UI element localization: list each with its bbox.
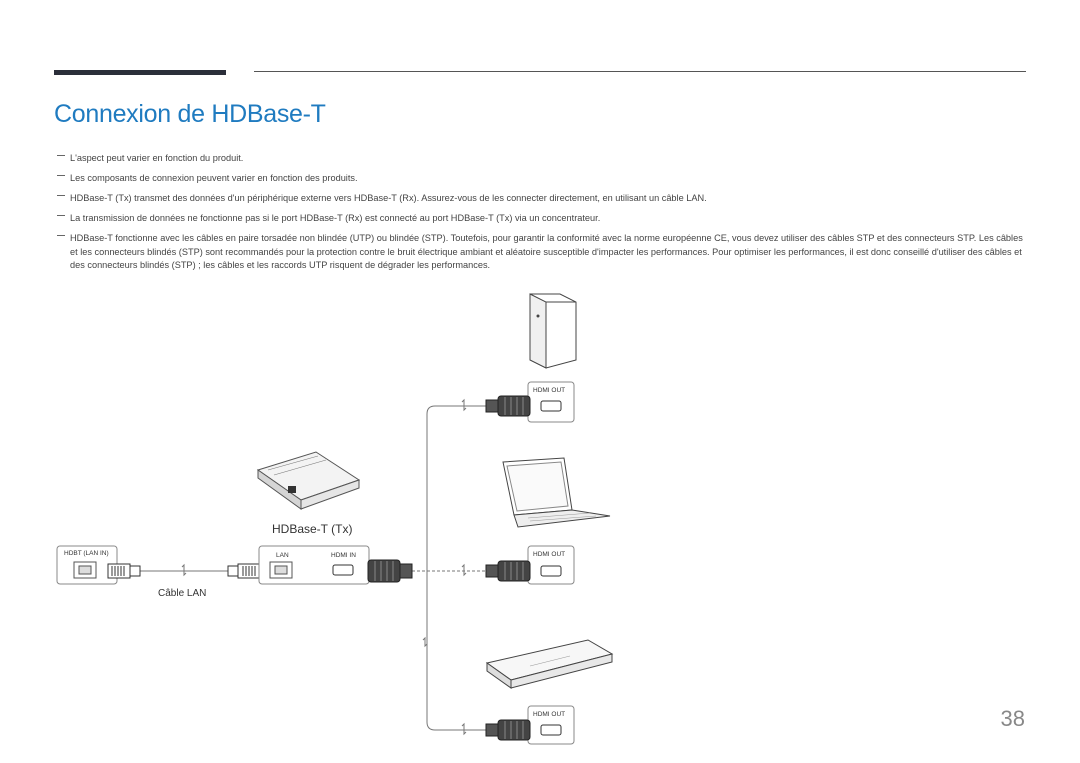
hdmi-out-label: HDMI OUT <box>533 711 565 718</box>
cable-break-marks <box>181 398 467 736</box>
bluray-player-icon <box>485 639 614 689</box>
display-port-label: HDBT (LAN IN) <box>64 550 109 557</box>
note-item: HDBase-T (Tx) transmet des données d'un … <box>57 192 1029 206</box>
tx-lan-port-label: LAN <box>276 552 289 559</box>
hdmi-plug-3-icon <box>485 719 531 741</box>
hdmi-port-icon <box>540 724 562 736</box>
hdbase-t-tx-device-icon <box>256 451 361 510</box>
note-item: Les composants de connexion peuvent vari… <box>57 172 1029 186</box>
hdmi-plug-1-icon <box>485 395 531 417</box>
hdmi-out-box-3: HDMI OUT <box>527 705 575 745</box>
lan-plug-left-icon <box>107 563 141 579</box>
hdmi-out-box-2: HDMI OUT <box>527 545 575 585</box>
notes-list: L'aspect peut varier en fonction du prod… <box>57 152 1029 279</box>
note-item: HDBase-T fonctionne avec les câbles en p… <box>57 232 1029 273</box>
hdmi-plug-2-icon <box>485 560 531 582</box>
page-title: Connexion de HDBase-T <box>54 100 326 128</box>
hdmi-out-label: HDMI OUT <box>533 551 565 558</box>
tx-hdmi-port-label: HDMI IN <box>331 552 356 559</box>
note-item: La transmission de données ne fonctionne… <box>57 212 1029 226</box>
hdmi-out-label: HDMI OUT <box>533 387 565 394</box>
tx-hdmi-port-icon <box>332 564 354 576</box>
hdmi-cable-trunk <box>426 405 486 731</box>
tx-port-panel: LAN HDMI IN <box>258 545 370 585</box>
hdmi-port-icon <box>540 565 562 577</box>
page-number: 38 <box>1000 706 1025 731</box>
hdmi-out-box-1: HDMI OUT <box>527 381 575 423</box>
lan-plug-right-icon <box>227 563 261 579</box>
lan-cable-label: Câble LAN <box>158 588 206 599</box>
header-accent-bar <box>54 70 226 75</box>
pc-tower-icon <box>529 293 577 369</box>
header-rule <box>254 71 1026 72</box>
laptop-icon <box>502 457 611 528</box>
display-hdbt-port-box: HDBT (LAN IN) <box>56 545 118 585</box>
tx-hdmi-plug-icon <box>367 559 413 583</box>
tx-device-label: HDBase-T (Tx) <box>272 522 352 536</box>
hdmi-port-icon <box>540 400 562 412</box>
note-item: L'aspect peut varier en fonction du prod… <box>57 152 1029 166</box>
